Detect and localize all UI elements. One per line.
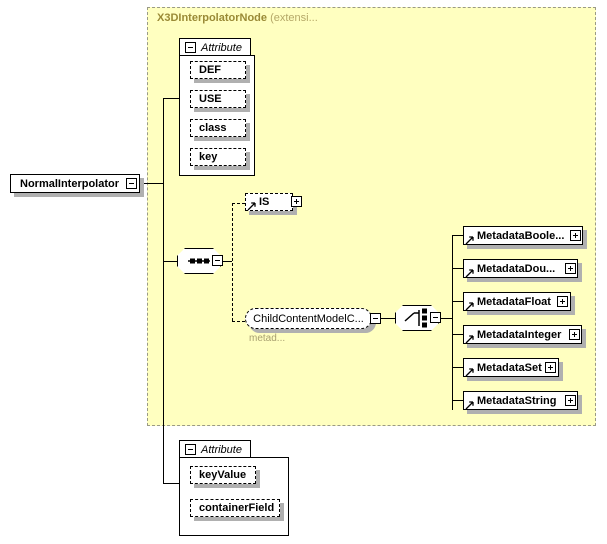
attribute-item-use[interactable]: USE [190,90,246,108]
element-metadata-set-toggle-plus[interactable] [545,362,556,373]
root-element-label: NormalInterpolator [20,177,120,190]
element-metadata-set[interactable]: MetadataSet [463,358,559,377]
sequence-icon [188,258,210,264]
element-is-reference-arrow-icon [247,202,256,211]
element-metadata-integer[interactable]: MetadataInteger [463,325,582,344]
element-metadata-double-label: MetadataDou... [477,262,556,275]
element-is-label: IS [259,196,270,208]
connector-choice-to-tree [441,318,452,319]
attribute-item-class-label: class [199,122,227,134]
own-attribute-group-tab[interactable]: Attribute [179,440,251,458]
element-metadata-string-label: MetadataString [477,394,557,407]
extension-base-type-label: X3DInterpolatorNode (extensi... [157,12,318,24]
element-metadata-float-toggle-plus[interactable] [557,296,568,307]
choice-icon [404,308,427,328]
attribute-item-class[interactable]: class [190,119,246,137]
attribute-item-use-label: USE [199,93,222,105]
attribute-item-containerfield-label: containerField [199,502,275,514]
element-metadata-boolean-reference-arrow-icon [465,236,474,245]
attribute-item-keyvalue-label: keyValue [199,469,247,481]
connector-root-to-trunk [137,183,163,184]
choice-compositor-toggle-minus[interactable] [430,312,441,323]
element-metadata-double-toggle-plus[interactable] [565,263,576,274]
element-metadata-integer-toggle-plus[interactable] [569,329,580,340]
connector-trunk-upper [163,98,164,184]
connector-to-metadata-integer [452,334,463,335]
extension-base-type-name: X3DInterpolatorNode [157,12,268,24]
connector-sequence-to-children [223,261,232,262]
root-element-toggle-minus[interactable] [126,178,137,189]
element-metadata-boolean[interactable]: MetadataBoole... [463,226,583,245]
element-is-toggle-plus[interactable] [291,196,302,207]
attribute-item-def-label: DEF [199,64,221,76]
sequence-compositor-toggle-minus[interactable] [212,255,223,266]
element-metadata-double[interactable]: MetadataDou... [463,259,578,278]
connector-metadata-trunk [452,235,453,410]
connector-to-metadata-set [452,367,463,368]
connector-to-metadata-double [452,268,463,269]
model-group-child-content-model[interactable]: ChildContentModelC... [245,308,372,329]
attribute-item-key[interactable]: key [190,148,246,166]
model-group-label: ChildContentModelC... [253,312,364,325]
connector-optional-children-trunk [232,203,233,321]
connector-to-own-attributes [163,483,179,484]
attribute-item-def[interactable]: DEF [190,61,246,79]
connector-to-metadata-float [452,301,463,302]
connector-to-inherited-attributes [163,98,179,99]
connector-to-metadata-boolean [452,235,463,236]
model-group-toggle-minus[interactable] [370,313,381,324]
inherited-attribute-group-tab[interactable]: Attribute [179,38,251,56]
model-group-caption: metad... [249,333,286,344]
connector-to-metadata-string [452,400,463,401]
element-metadata-double-reference-arrow-icon [465,269,474,278]
extension-base-type-suffix: (extensi... [270,12,318,24]
attribute-item-keyvalue[interactable]: keyValue [190,466,256,484]
own-attribute-group-toggle-minus[interactable] [185,444,196,455]
element-metadata-integer-label: MetadataInteger [477,328,562,341]
attribute-item-key-label: key [199,151,218,163]
attribute-item-containerfield[interactable]: containerField [190,499,280,517]
element-metadata-string-reference-arrow-icon [465,401,474,410]
element-metadata-boolean-toggle-plus[interactable] [570,230,581,241]
connector-to-is-element [232,203,245,204]
element-metadata-integer-reference-arrow-icon [465,335,474,344]
element-metadata-float-label: MetadataFloat [477,295,551,308]
element-metadata-float-reference-arrow-icon [465,302,474,311]
element-metadata-set-reference-arrow-icon [465,368,474,377]
connector-to-child-content-model [232,321,245,322]
element-metadata-boolean-label: MetadataBoole... [477,229,565,242]
inherited-attribute-group-label: Attribute [201,41,242,54]
inherited-attribute-group-toggle-minus[interactable] [185,42,196,53]
element-metadata-float[interactable]: MetadataFloat [463,292,571,311]
connector-trunk-lower [163,183,164,483]
element-metadata-string[interactable]: MetadataString [463,391,578,410]
root-element-normalinterpolator[interactable]: NormalInterpolator [10,174,140,193]
element-metadata-string-toggle-plus[interactable] [565,395,576,406]
own-attribute-group-label: Attribute [201,443,242,456]
element-metadata-set-label: MetadataSet [477,361,542,374]
connector-to-sequence [163,261,177,262]
connector-group-to-choice [381,318,395,319]
